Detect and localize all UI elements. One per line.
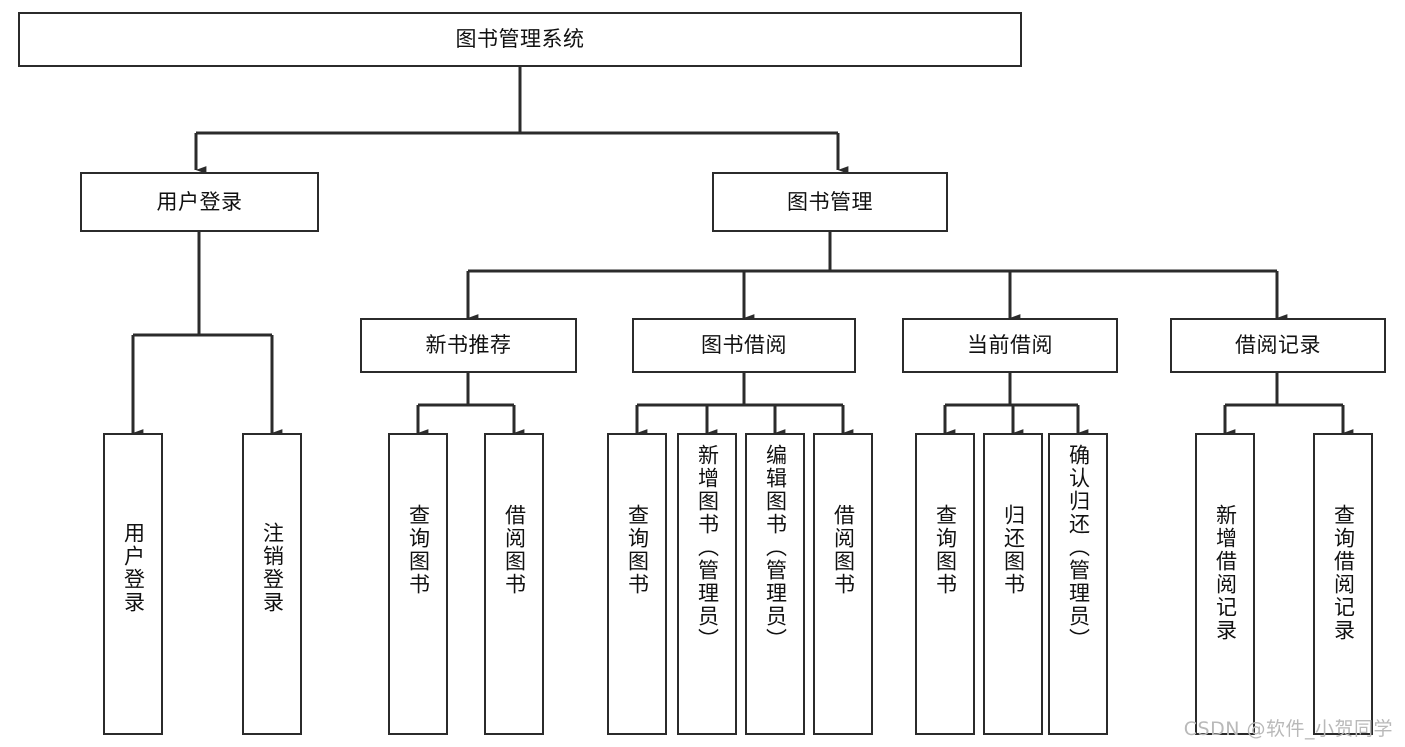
node-label: 确认归还（管理员） [1066, 444, 1091, 651]
leaf-add-book-admin[interactable]: 新增图书（管理员） [677, 433, 737, 735]
leaf-logout-login[interactable]: 注销登录 [242, 433, 302, 735]
leaf-user-login[interactable]: 用户登录 [103, 433, 163, 735]
node-label: 新增借阅记录 [1213, 504, 1238, 642]
csdn-watermark: CSDN @软件_小贺同学 [1183, 718, 1393, 740]
node-book-borrow[interactable]: 图书借阅 [632, 318, 856, 373]
node-label: 图书管理系统 [455, 27, 585, 52]
leaf-return-book[interactable]: 归还图书 [983, 433, 1043, 735]
node-label: 查询借阅记录 [1331, 504, 1356, 642]
leaf-borrow-book-recommend[interactable]: 借阅图书 [484, 433, 544, 735]
node-label: 借阅记录 [1235, 333, 1321, 358]
node-label: 新增图书（管理员） [695, 444, 720, 651]
leaf-query-book-recommend[interactable]: 查询图书 [388, 433, 448, 735]
node-user-login[interactable]: 用户登录 [80, 172, 319, 232]
node-label: 注销登录 [260, 522, 285, 614]
node-label: 当前借阅 [967, 333, 1053, 358]
node-label: 归还图书 [1001, 504, 1026, 596]
leaf-query-book-current[interactable]: 查询图书 [915, 433, 975, 735]
node-label: 借阅图书 [502, 504, 527, 596]
leaf-confirm-return-admin[interactable]: 确认归还（管理员） [1048, 433, 1108, 735]
node-new-book-recommend[interactable]: 新书推荐 [360, 318, 577, 373]
node-label: 借阅图书 [831, 504, 856, 596]
leaf-query-book-borrow[interactable]: 查询图书 [607, 433, 667, 735]
node-label: 新书推荐 [425, 333, 512, 358]
node-label: 查询图书 [625, 504, 650, 596]
node-book-management[interactable]: 图书管理 [712, 172, 948, 232]
leaf-query-borrow-record[interactable]: 查询借阅记录 [1313, 433, 1373, 735]
node-label: 用户登录 [121, 522, 146, 614]
node-label: 编辑图书（管理员） [763, 444, 788, 651]
leaf-borrow-book[interactable]: 借阅图书 [813, 433, 873, 735]
node-label: 图书管理 [787, 189, 873, 214]
node-label: 查询图书 [933, 504, 958, 596]
node-current-borrow[interactable]: 当前借阅 [902, 318, 1118, 373]
leaf-edit-book-admin[interactable]: 编辑图书（管理员） [745, 433, 805, 735]
node-label: 图书借阅 [701, 333, 787, 358]
node-label: 查询图书 [406, 504, 431, 596]
node-label: 用户登录 [156, 189, 243, 214]
leaf-add-borrow-record[interactable]: 新增借阅记录 [1195, 433, 1255, 735]
node-root-book-management-system[interactable]: 图书管理系统 [18, 12, 1022, 67]
node-borrow-record[interactable]: 借阅记录 [1170, 318, 1386, 373]
